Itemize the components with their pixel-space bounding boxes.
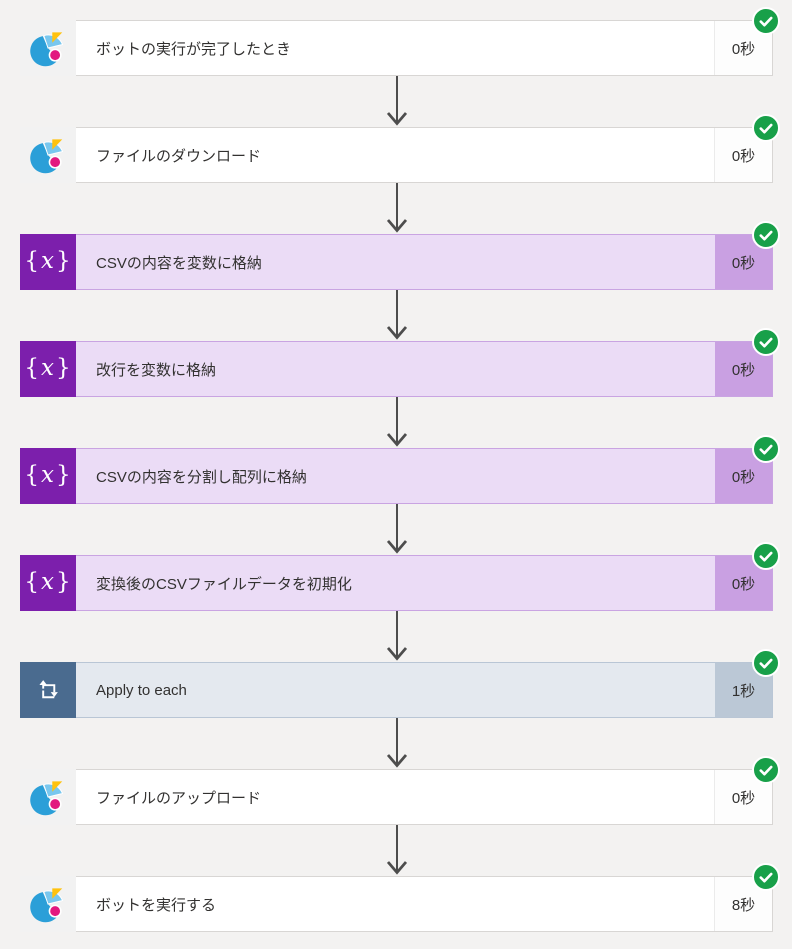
step-icon-box: {x}	[20, 341, 76, 397]
step-icon-box: {x}	[20, 127, 76, 183]
variable-brace-open: {	[24, 354, 40, 381]
flow-arrow-icon	[20, 290, 773, 341]
automation-anywhere-icon	[30, 32, 64, 67]
step-label: ファイルのアップロード	[96, 789, 262, 807]
flow-arrow-icon	[20, 504, 773, 555]
step-icon-box: {x}	[20, 769, 76, 825]
step-label: ボットの実行が完了したとき	[96, 40, 292, 58]
step-label: ボットを実行する	[96, 896, 217, 914]
flow-step-7[interactable]: {x} Apply to each 1秒	[20, 649, 780, 718]
flow-step-6[interactable]: {x} 変換後のCSVファイルデータを初期化 0秒	[20, 542, 780, 611]
flow-arrow-icon	[20, 718, 773, 769]
step-icon-box: {x}	[20, 662, 76, 718]
variable-brace-close: }	[55, 461, 72, 488]
flow-arrow-icon	[20, 183, 773, 234]
step-icon-box: {x}	[20, 448, 76, 504]
step-label: 改行を変数に格納	[96, 361, 217, 379]
variable-x: x	[41, 354, 55, 381]
variable-brace-open: {	[24, 247, 40, 274]
flow-arrow-icon	[20, 825, 773, 876]
success-check-icon	[752, 542, 780, 570]
automation-anywhere-icon	[30, 888, 64, 923]
variable-brace-close: }	[55, 354, 72, 381]
step-icon-box: {x}	[20, 555, 76, 611]
variable-x: x	[41, 461, 55, 488]
step-label: Apply to each	[96, 681, 187, 699]
variable-brace-open: {	[24, 568, 40, 595]
step-icon-box: {x}	[20, 876, 76, 932]
step-label: ファイルのダウンロード	[96, 147, 262, 165]
automation-anywhere-icon	[30, 139, 64, 174]
variable-icon: {x}	[24, 354, 72, 382]
variable-brace-close: }	[55, 568, 72, 595]
success-check-icon	[752, 221, 780, 249]
flow-step-5[interactable]: {x} CSVの内容を分割し配列に格納 0秒	[20, 435, 780, 504]
step-label: 変換後のCSVファイルデータを初期化	[96, 575, 352, 593]
automation-anywhere-icon	[30, 781, 64, 816]
flow-step-8[interactable]: {x} ファイルのアップロード 0秒	[20, 756, 780, 825]
flow-step-1[interactable]: {x} ボットの実行が完了したとき 0秒	[20, 7, 780, 76]
flow-step-2[interactable]: {x} ファイルのダウンロード 0秒	[20, 114, 780, 183]
flow-step-9[interactable]: {x} ボットを実行する 8秒	[20, 863, 780, 932]
flow-step-4[interactable]: {x} 改行を変数に格納 0秒	[20, 328, 780, 397]
step-icon-box: {x}	[20, 20, 76, 76]
success-check-icon	[752, 756, 780, 784]
flow-arrow-icon	[20, 397, 773, 448]
variable-brace-close: }	[55, 247, 72, 274]
flow-arrow-icon	[20, 611, 773, 662]
step-label: CSVの内容を変数に格納	[96, 254, 262, 272]
success-check-icon	[752, 863, 780, 891]
success-check-icon	[752, 114, 780, 142]
step-icon-box: {x}	[20, 234, 76, 290]
variable-icon: {x}	[24, 461, 72, 489]
variable-brace-open: {	[24, 461, 40, 488]
flow-step-3[interactable]: {x} CSVの内容を変数に格納 0秒	[20, 221, 780, 290]
flow-arrow-icon	[20, 76, 773, 127]
success-check-icon	[752, 328, 780, 356]
variable-icon: {x}	[24, 247, 72, 275]
variable-x: x	[41, 568, 55, 595]
variable-x: x	[41, 247, 55, 274]
success-check-icon	[752, 435, 780, 463]
success-check-icon	[752, 649, 780, 677]
variable-icon: {x}	[24, 568, 72, 596]
success-check-icon	[752, 7, 780, 35]
apply-to-each-icon	[38, 679, 58, 698]
step-label: CSVの内容を分割し配列に格納	[96, 468, 307, 486]
